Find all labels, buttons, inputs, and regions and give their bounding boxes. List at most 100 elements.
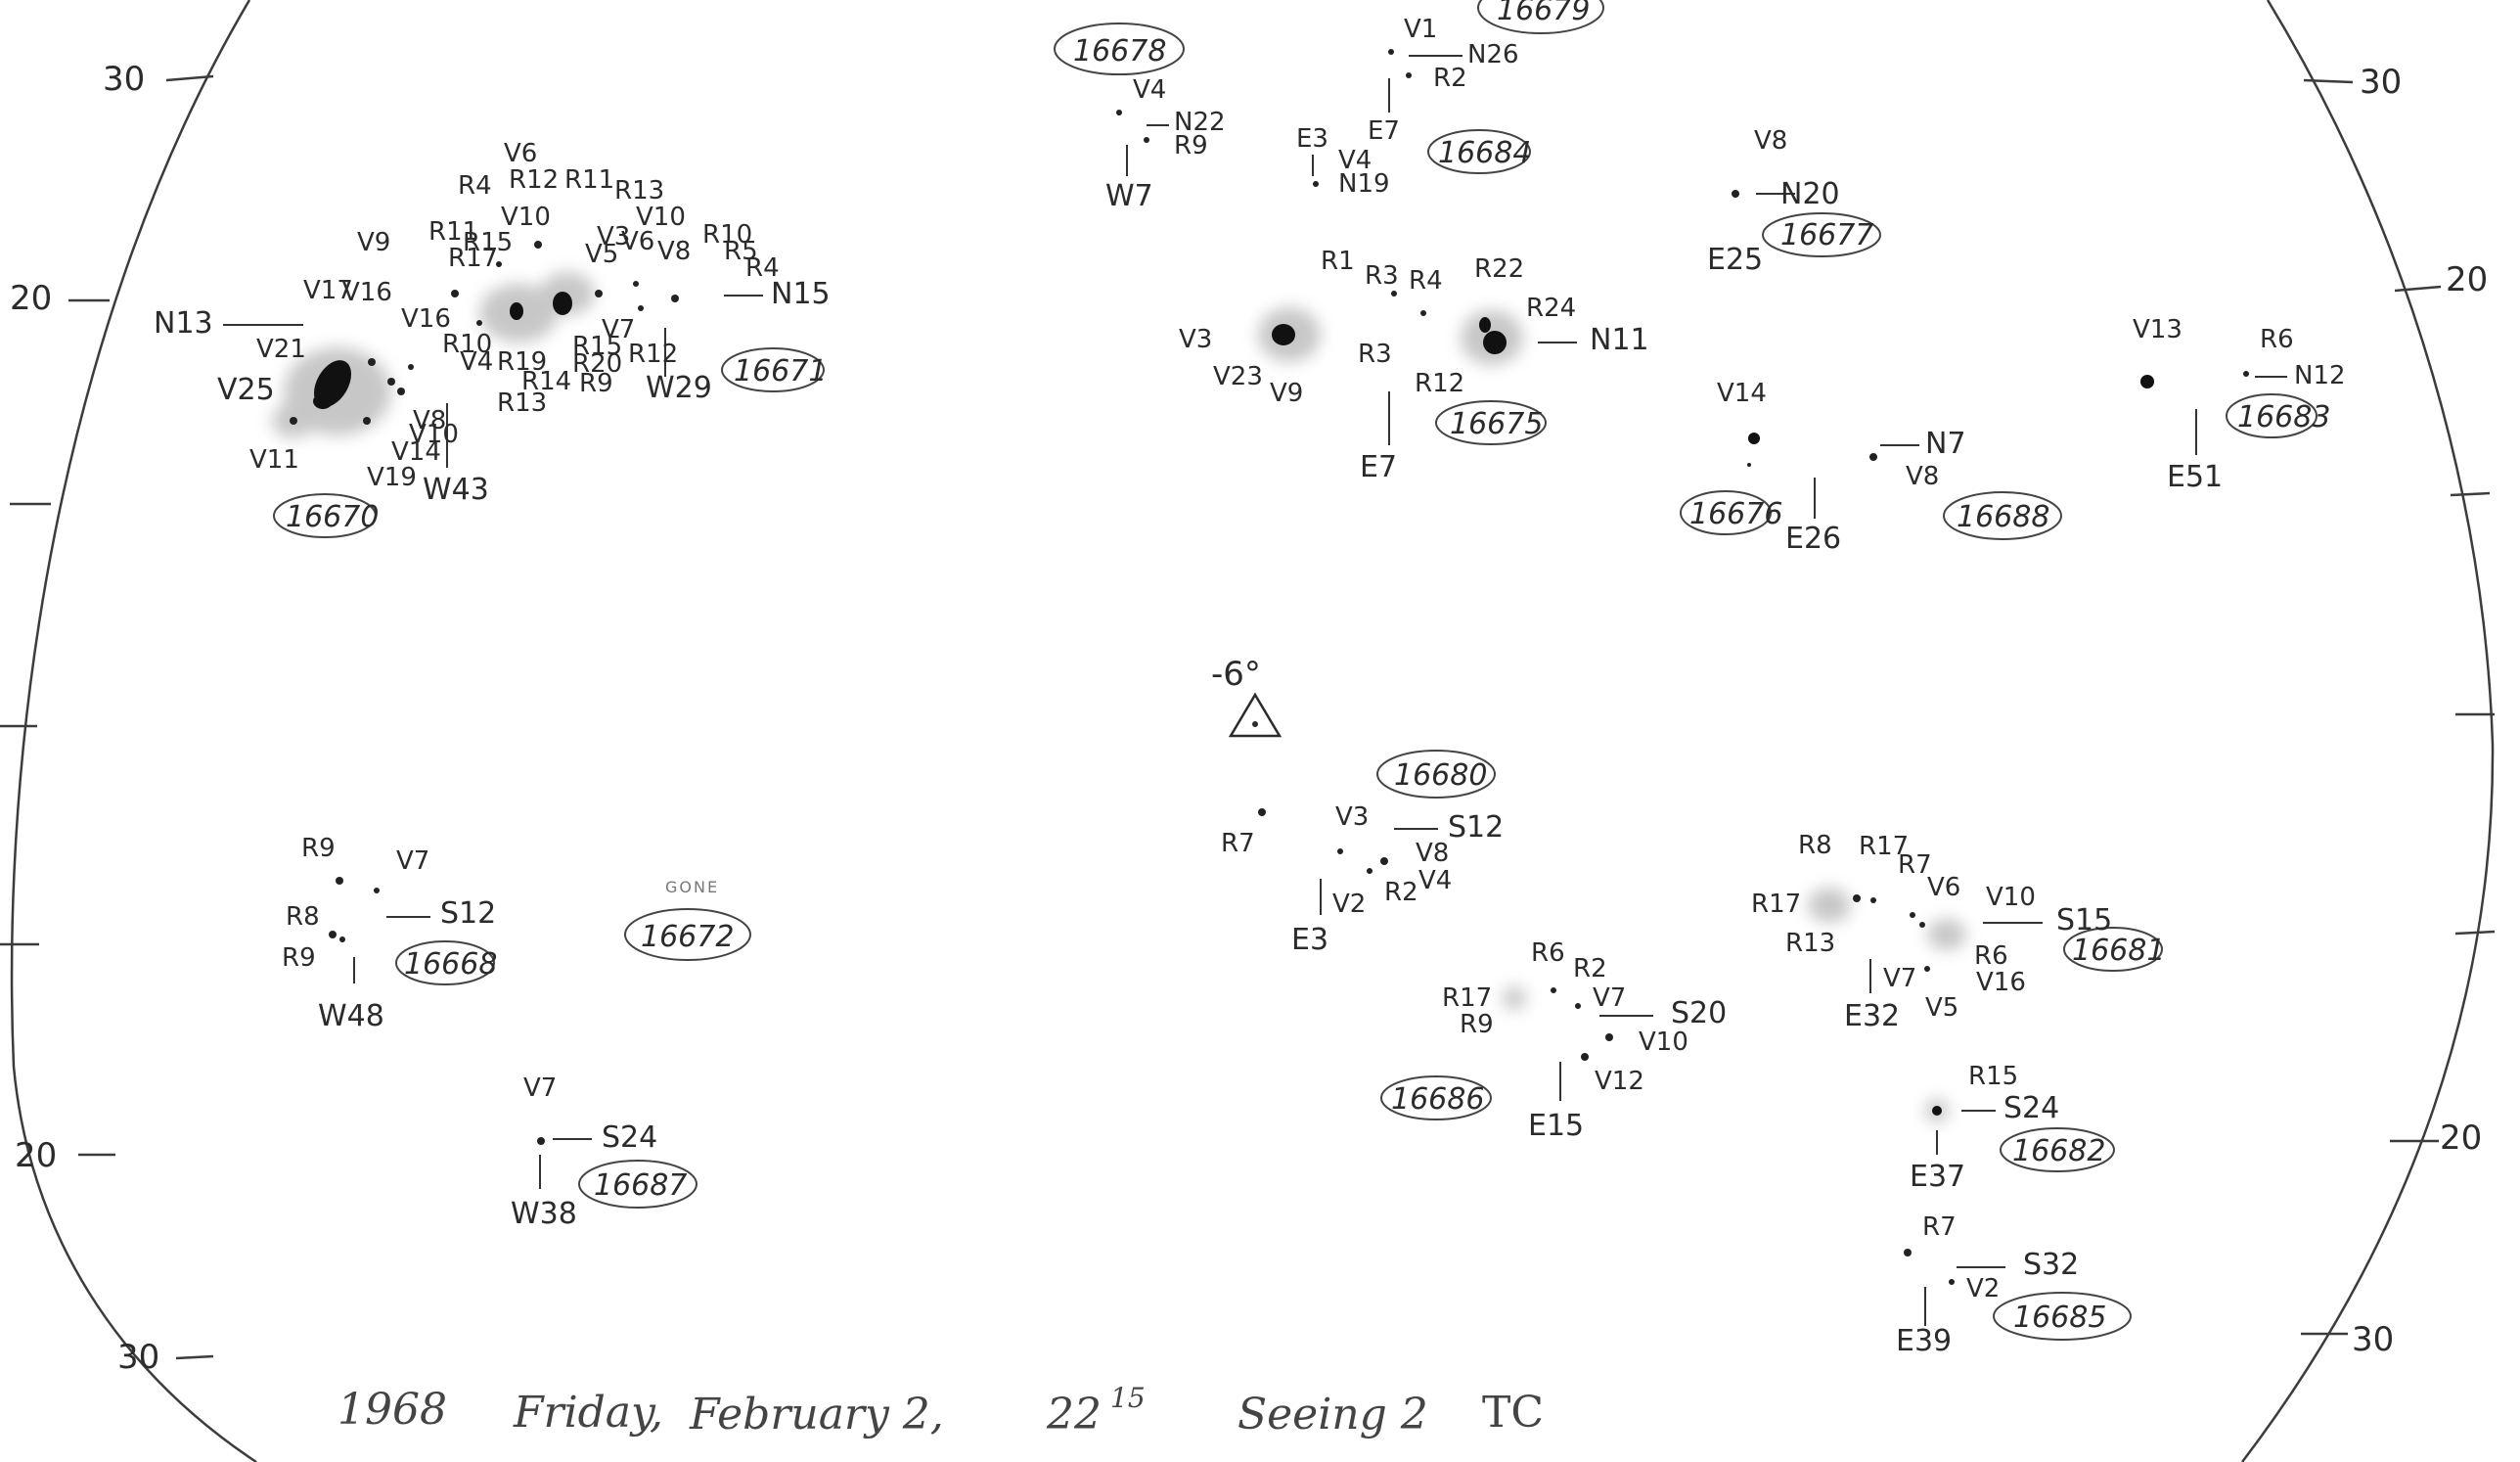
spot-label: R9 bbox=[579, 369, 613, 398]
latitude-label: S24 bbox=[602, 1120, 657, 1155]
group-number: 16686 bbox=[1391, 1082, 1484, 1117]
spot-label: V10 bbox=[1639, 1028, 1688, 1057]
footer-seeing: Seeing 2 bbox=[1238, 1390, 1428, 1439]
cmd-label: E3 bbox=[1291, 923, 1328, 957]
spot-label: R17 bbox=[1859, 832, 1909, 861]
cmd-label: W7 bbox=[1105, 179, 1153, 213]
spot-label: R15 bbox=[572, 332, 622, 361]
spot-label: V8 bbox=[1906, 462, 1939, 491]
spot-label: V4 bbox=[460, 347, 493, 377]
latitude-label: N26 bbox=[1467, 40, 1519, 69]
group-number: 16685 bbox=[2013, 1301, 2106, 1335]
spot-label: R13 bbox=[614, 176, 664, 206]
group-number: 16682 bbox=[2012, 1134, 2105, 1168]
spot-label: V5 bbox=[585, 240, 618, 269]
group-number: 16688 bbox=[1957, 500, 2049, 534]
cmd-label: W29 bbox=[646, 371, 712, 405]
spot-label: V7 bbox=[1883, 964, 1916, 993]
footer-weekday: Friday, bbox=[513, 1388, 663, 1438]
latitude-label: N15 bbox=[771, 277, 831, 311]
spot-label: V7 bbox=[523, 1074, 557, 1103]
spot-label: V23 bbox=[1213, 362, 1263, 391]
group-number: 16671 bbox=[734, 354, 827, 388]
spot-label: R8 bbox=[286, 902, 320, 932]
spot-label: R6 bbox=[1974, 941, 2008, 971]
group-16672: 16672 GONE bbox=[624, 878, 751, 961]
group-number: 16687 bbox=[594, 1168, 687, 1203]
group-number: 16681 bbox=[2072, 934, 2165, 968]
group-16687: 16687 V7 S24 W38 bbox=[511, 1074, 698, 1231]
group-16671: 16671 N15 W29 R4 V6 R12 R11 R13 R11 R15 … bbox=[428, 139, 831, 418]
cmd-label: E37 bbox=[1910, 1160, 1965, 1194]
latitude-label: S12 bbox=[1448, 810, 1504, 845]
spot-label: V11 bbox=[249, 445, 299, 475]
group-16670: 16670 N13 W43 V17 V16 V9 V21 V25 V11 V19… bbox=[154, 228, 498, 538]
latitude-label: N7 bbox=[1925, 427, 1966, 461]
spot-label: V16 bbox=[1976, 968, 2026, 997]
footer-year: 1968 bbox=[338, 1385, 447, 1435]
group-number: 16683 bbox=[2237, 400, 2330, 434]
group-number: 16672 bbox=[641, 920, 734, 954]
limb-label-right-s20: 20 bbox=[2440, 1119, 2482, 1158]
spot-label: V7 bbox=[602, 315, 635, 344]
cmd-label: W48 bbox=[318, 999, 384, 1033]
spot-label: V6 bbox=[504, 139, 537, 168]
cmd-label: E7 bbox=[1360, 450, 1397, 484]
cmd-label: E7 bbox=[1368, 116, 1400, 146]
spot-label: R20 bbox=[572, 349, 622, 379]
spot-label: R15 bbox=[463, 228, 513, 257]
spot-label: V1 bbox=[1404, 15, 1437, 44]
limb-label-right-n30: 30 bbox=[2360, 63, 2402, 102]
latitude-label: S15 bbox=[2056, 903, 2112, 937]
spot-label: R3 bbox=[1365, 261, 1399, 291]
group-16683: 16683 V13 R6 N12 E51 bbox=[2133, 315, 2346, 494]
spot-label: V10 bbox=[501, 203, 551, 232]
group-16676: 16676 V14 E26 bbox=[1680, 379, 1841, 556]
cmd-label: E51 bbox=[2167, 460, 2223, 494]
spot-label: V10 bbox=[409, 420, 459, 449]
group-16678: 16678 V4 N22 R9 W7 bbox=[1054, 23, 1226, 213]
spot-label: V4 bbox=[1418, 866, 1452, 895]
spot-label: R5 bbox=[724, 237, 758, 266]
footer-observer: TC bbox=[1482, 1388, 1544, 1438]
spot-label: R1 bbox=[1321, 247, 1355, 276]
group-number: 16668 bbox=[404, 947, 497, 982]
group-16681: 16681 R8 R17 R7 R17 R13 V6 V10 V7 V5 R6 … bbox=[1751, 831, 2165, 1033]
spot-label: V2 bbox=[1332, 890, 1366, 919]
spot-label: V4 bbox=[1133, 75, 1166, 105]
limb-label-left-s30: 30 bbox=[117, 1338, 159, 1377]
spot-label: R19 bbox=[497, 347, 547, 377]
group-16677: 16677 V8 N20 E25 bbox=[1707, 126, 1881, 277]
latitude-label: N13 bbox=[154, 306, 213, 341]
spot-label: R24 bbox=[1526, 294, 1576, 323]
spot-label: V16 bbox=[401, 304, 451, 334]
footer-time: 22 bbox=[1046, 1390, 1102, 1439]
latitude-label: N12 bbox=[2294, 361, 2346, 390]
spot-label: R22 bbox=[1474, 254, 1524, 284]
spot-label: V8 bbox=[657, 237, 691, 266]
cmd-label: E3 bbox=[1296, 124, 1328, 154]
spot-label: V8 bbox=[413, 406, 446, 435]
spot-label: R9 bbox=[1174, 131, 1208, 160]
limb-label-left-n20: 20 bbox=[10, 279, 52, 318]
group-number: 16679 bbox=[1497, 0, 1590, 27]
spot-label: V19 bbox=[367, 463, 417, 492]
spot-label: R2 bbox=[1384, 878, 1418, 907]
limb-label-right-s30: 30 bbox=[2352, 1320, 2394, 1359]
spot-label: V21 bbox=[256, 335, 306, 364]
spot-label: V25 bbox=[217, 373, 275, 407]
spot-label: R9 bbox=[301, 834, 336, 863]
group-number: 16676 bbox=[1689, 497, 1782, 531]
spot-label: V3 bbox=[1335, 802, 1369, 832]
spot-label: R11 bbox=[564, 165, 614, 195]
umbrae bbox=[313, 292, 2154, 1116]
spot-label: V7 bbox=[1593, 983, 1626, 1013]
cmd-label: E32 bbox=[1844, 999, 1900, 1033]
latitude-label: N11 bbox=[1590, 323, 1649, 357]
gone-note: GONE bbox=[665, 878, 719, 896]
spot-label: V5 bbox=[1925, 993, 1958, 1023]
spot-label: V12 bbox=[1595, 1067, 1644, 1096]
latitude-label: N22 bbox=[1174, 108, 1226, 137]
spot-dots bbox=[290, 49, 2249, 1285]
